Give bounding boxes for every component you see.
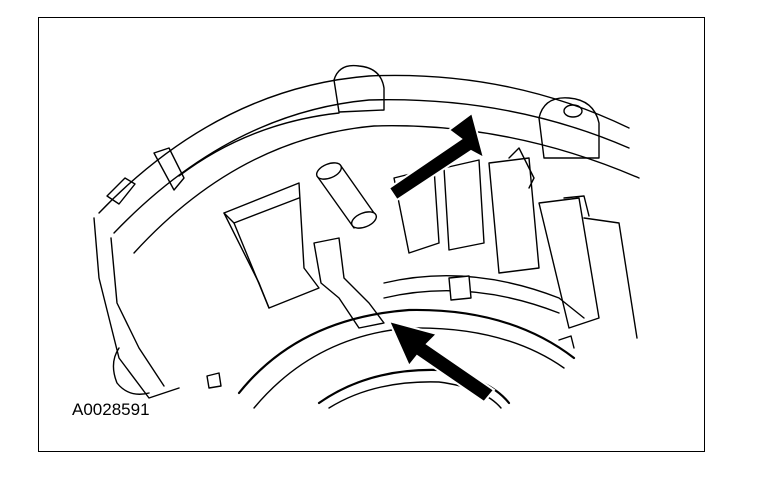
slot-top-left (106, 177, 136, 205)
top-boss (333, 64, 385, 113)
housing-left-rib (110, 237, 165, 387)
right-column-3 (488, 157, 540, 274)
lower-left-tab (206, 372, 222, 389)
figure-id-label: A0028591 (72, 400, 150, 419)
pin-top (315, 162, 343, 180)
housing-inner-arc (133, 125, 640, 254)
housing-outer-arc (98, 74, 630, 214)
right-column-4 (538, 197, 600, 329)
left-block (223, 182, 320, 309)
bore-outer (237, 308, 576, 395)
upper-arrow (387, 111, 486, 202)
center-rib (313, 237, 385, 329)
right-boss (538, 97, 600, 159)
right-column-5 (583, 217, 638, 339)
right-boss-hole (563, 104, 583, 118)
small-notch (448, 275, 472, 301)
figure-frame: A0028591 (38, 17, 705, 452)
housing-left-wall (93, 217, 180, 399)
left-block-inner (233, 222, 270, 309)
step-2 (563, 195, 590, 217)
band-segment-1 (153, 147, 185, 191)
lower-arrow (387, 319, 496, 404)
technical-illustration (93, 64, 640, 409)
mid-ledge (383, 275, 585, 319)
housing-left-boss (112, 347, 150, 395)
pin-bottom (350, 211, 378, 229)
band-segment-2 (178, 112, 340, 177)
edge-tick (558, 335, 575, 349)
right-column-2 (443, 159, 485, 251)
step-1 (508, 147, 535, 189)
